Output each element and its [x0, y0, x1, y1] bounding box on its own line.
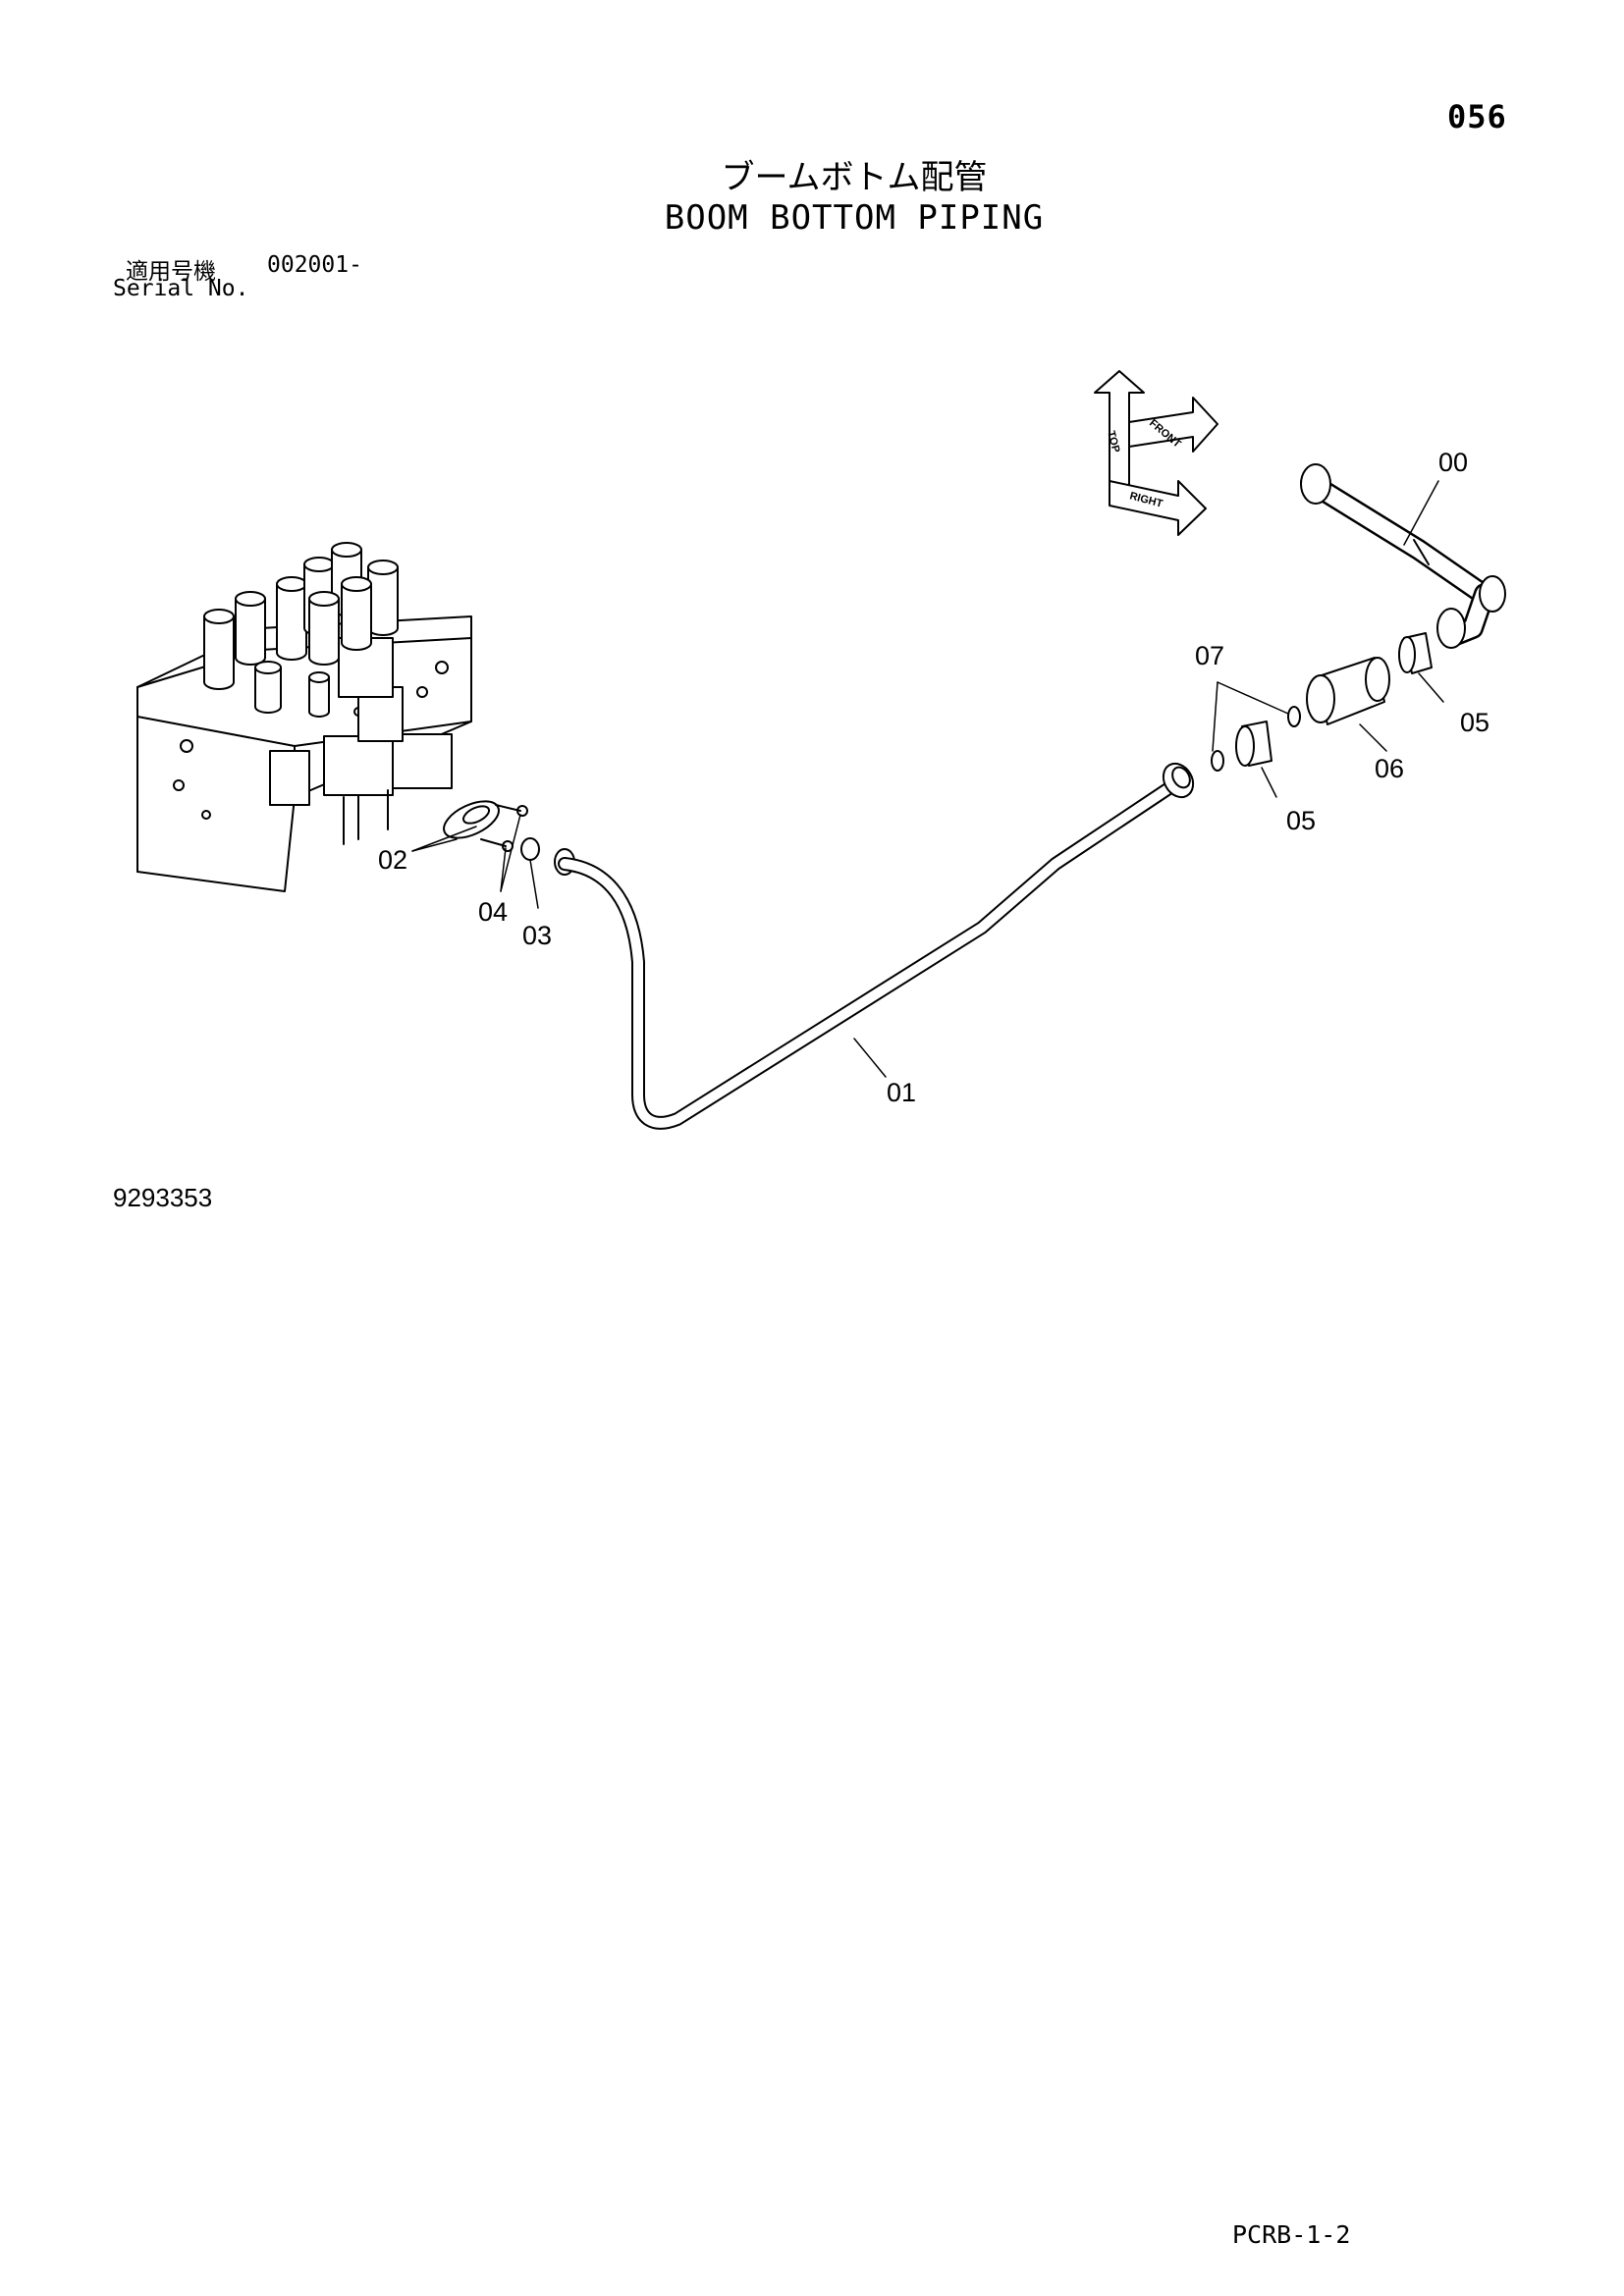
control-valve-block: [136, 542, 472, 892]
page-number: 056: [1447, 98, 1507, 135]
drawing-number: 9293353: [113, 1183, 213, 1212]
split-flange-assembly: [443, 800, 575, 876]
serial-number-value: 002001-: [267, 252, 362, 278]
callout-06: 06: [1375, 754, 1404, 783]
boom-bottom-pipe: [558, 762, 1195, 1130]
o-ring: [520, 837, 540, 861]
page-title-jp: ブームボトム配管: [721, 158, 988, 197]
orientation-indicator: TOP FRONT RIGHT: [1094, 370, 1218, 536]
callout-02: 02: [378, 845, 407, 875]
orientation-top: TOP: [1105, 430, 1121, 454]
callout-07: 07: [1195, 641, 1224, 670]
page-title-en: BOOM BOTTOM PIPING: [664, 198, 1045, 238]
document-code: PCRB-1-2: [1232, 2220, 1351, 2249]
callout-labels: 00 01 02 03 04 05 05 06 07: [378, 448, 1489, 1107]
serial-label-en: Serial No.: [113, 276, 249, 301]
callout-00: 00: [1438, 448, 1468, 477]
callout-03: 03: [522, 921, 552, 950]
callout-01: 01: [887, 1078, 916, 1107]
callout-04: 04: [478, 897, 508, 927]
serial-label-jp: 適用号機: [126, 259, 216, 285]
callout-05-upper: 05: [1460, 708, 1489, 737]
o-ring-07b: [1287, 706, 1301, 727]
leader-lines: [411, 480, 1444, 1078]
fitting-parts: [1211, 463, 1506, 772]
callout-05-lower: 05: [1286, 806, 1316, 835]
o-ring-07a: [1211, 750, 1224, 772]
